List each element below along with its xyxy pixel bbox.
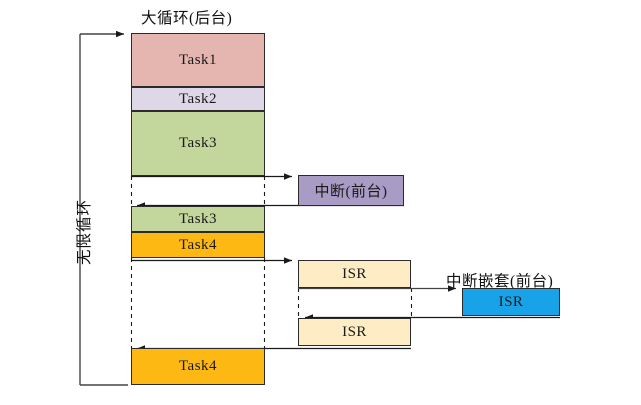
- box-task4-last-label: Task4: [178, 358, 218, 374]
- box-interrupt-label: 中断(前台): [314, 184, 388, 200]
- box-isr-nested: ISR: [462, 288, 560, 316]
- box-task3-second: Task3: [131, 206, 265, 232]
- box-isr-lower-label: ISR: [342, 323, 367, 340]
- box-isr-lower: ISR: [298, 318, 411, 346]
- box-task4-first: Task4: [131, 232, 265, 258]
- box-task3-second-label: Task3: [178, 210, 218, 227]
- box-task3-first: Task3: [131, 111, 265, 176]
- box-task4-first-label: Task4: [178, 236, 218, 253]
- box-task3-first-label: Task3: [178, 135, 218, 151]
- box-task1: Task1: [131, 33, 265, 87]
- box-task1-label: Task1: [178, 51, 218, 68]
- box-isr-nested-label: ISR: [498, 293, 524, 310]
- box-task2: Task2: [131, 87, 265, 111]
- box-isr-upper: ISR: [298, 260, 411, 288]
- label-infinite-loop: 无限循环: [76, 198, 93, 265]
- box-task2-label: Task2: [178, 90, 218, 107]
- box-task4-last: Task4: [131, 348, 265, 385]
- title-big-loop: 大循环(后台): [141, 10, 233, 27]
- box-interrupt: 中断(前台): [298, 175, 404, 206]
- title-nested-interrupt: 中断嵌套(前台): [446, 273, 554, 290]
- box-isr-upper-label: ISR: [342, 265, 367, 282]
